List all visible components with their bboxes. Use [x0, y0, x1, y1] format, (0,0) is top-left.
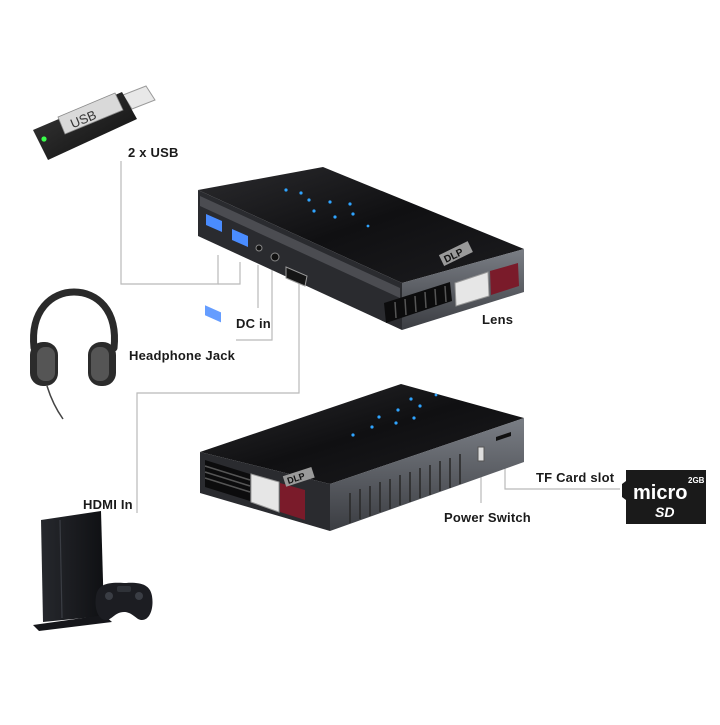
microsd-card-icon: micro 2GB SD [622, 470, 706, 524]
label-headphone: Headphone Jack [129, 348, 236, 363]
usb-leader [120, 161, 219, 285]
projector-bottom: DLP [200, 384, 524, 531]
microsd-brand: micro [633, 482, 687, 504]
game-console-icon [33, 511, 112, 631]
hdmi-leader [136, 282, 300, 513]
headphone-leader [236, 270, 273, 341]
side-vents [349, 454, 461, 523]
headphones-icon [30, 288, 118, 420]
touch-leds-bottom [351, 393, 438, 437]
gamepad-icon [95, 582, 153, 620]
leader-lines [120, 161, 620, 513]
label-hdmi: HDMI In [83, 497, 133, 512]
label-dc-in: DC in [236, 316, 271, 331]
touch-leds-top [284, 188, 370, 228]
label-usb: 2 x USB [128, 145, 179, 160]
usb-leader-2 [218, 262, 241, 285]
usb-stick-icon: USB [33, 85, 156, 160]
label-lens: Lens [482, 312, 514, 327]
tf-leader [504, 459, 620, 490]
label-power: Power Switch [444, 510, 531, 525]
microsd-logo: SD [655, 504, 674, 520]
usb-port-1 [205, 305, 221, 323]
projector-top: DLP [198, 167, 524, 330]
microsd-capacity: 2GB [688, 476, 705, 485]
label-tf-card: TF Card slot [536, 470, 615, 485]
vent-grille-top [384, 282, 452, 323]
